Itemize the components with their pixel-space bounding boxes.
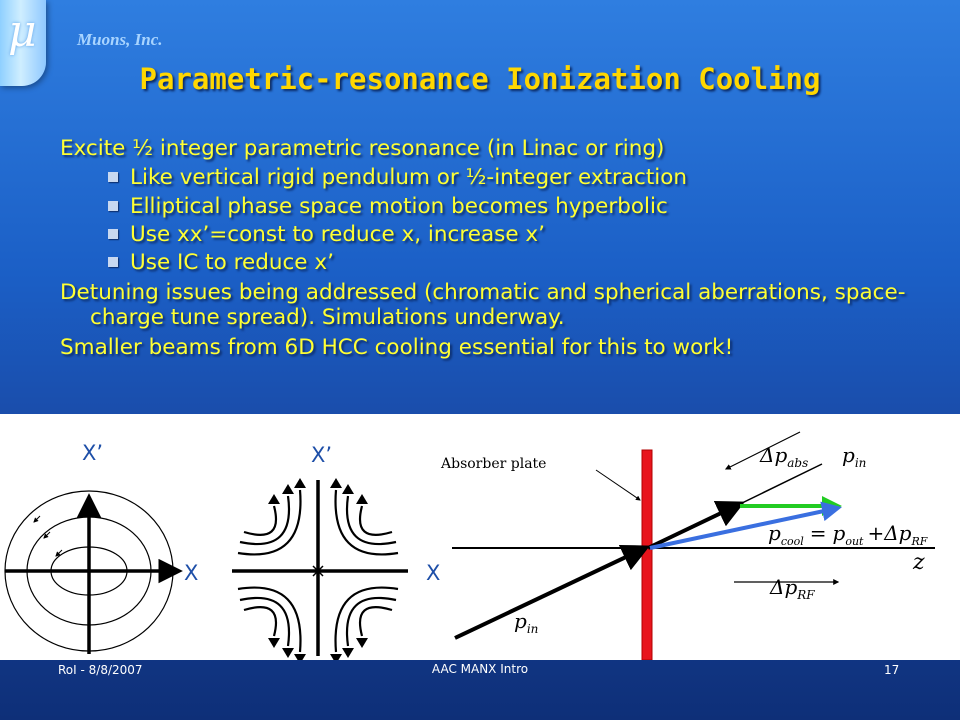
bullet-list: Like vertical rigid pendulum or ½-intege… bbox=[60, 165, 940, 275]
square-bullet-icon bbox=[108, 200, 118, 211]
footer-page-number: 17 bbox=[884, 663, 900, 677]
square-bullet-icon bbox=[108, 172, 118, 183]
rotation-arrow-middle bbox=[43, 531, 51, 539]
footer-date: RoI - 8/8/2007 bbox=[58, 663, 143, 677]
absorber-plate bbox=[641, 449, 653, 660]
rotation-arrow-outer bbox=[33, 515, 41, 523]
footer-presentation-name: AAC MANX Intro bbox=[431, 662, 529, 676]
hyperbola-curves bbox=[237, 489, 399, 653]
absorber-pointer-arrow bbox=[595, 469, 641, 501]
p-cool-equation: pcool=pout+ΔpRF bbox=[768, 521, 928, 548]
ellipse-phase-plot: X’ X bbox=[4, 441, 198, 654]
p-in-top-label: pin bbox=[842, 443, 866, 470]
bullet-item: Like vertical rigid pendulum or ½-intege… bbox=[108, 165, 940, 190]
p-in-incoming-vector bbox=[454, 544, 651, 640]
square-bullet-icon bbox=[108, 229, 118, 240]
saddle-point-mark bbox=[312, 565, 324, 577]
square-bullet-icon bbox=[108, 257, 118, 268]
intro-line: Excite ½ integer parametric resonance (i… bbox=[60, 136, 665, 161]
bullet-item: Use xx’=const to reduce x, increase x’ bbox=[108, 222, 940, 247]
bullet-text: Use xx’=const to reduce x, increase x’ bbox=[130, 222, 545, 248]
hyperbola-plot-y-label: X’ bbox=[311, 443, 332, 467]
bullet-text: Use IC to reduce x’ bbox=[130, 250, 334, 276]
delta-p-abs-arrow bbox=[724, 431, 801, 470]
muons-logo: μ bbox=[0, 0, 46, 86]
figure-svg: X’ X X’ X bbox=[4, 431, 935, 660]
rotation-arrow-inner bbox=[55, 549, 63, 557]
p-out-vector bbox=[647, 501, 746, 550]
bullet-item: Use IC to reduce x’ bbox=[108, 250, 940, 275]
bullet-item: Elliptical phase space motion becomes hy… bbox=[108, 194, 940, 219]
figure-panel: X’ X X’ X bbox=[0, 414, 960, 660]
detuning-line: Detuning issues being addressed (chromat… bbox=[60, 279, 906, 331]
slide-body: Excite ½ integer parametric resonance (i… bbox=[60, 136, 940, 364]
p-in-continuation bbox=[739, 463, 823, 505]
hyperbola-phase-plot: X’ X bbox=[232, 443, 440, 660]
bullet-text: Like vertical rigid pendulum or ½-intege… bbox=[130, 165, 688, 191]
delta-p-rf-label: ΔpRF bbox=[769, 575, 815, 602]
cooling-vector-diagram: z Absorber plate Δpabs pin pcool=pout+Δp… bbox=[440, 431, 935, 660]
bullet-text: Elliptical phase space motion becomes hy… bbox=[130, 193, 668, 219]
mu-logo-glyph: μ bbox=[8, 6, 37, 57]
p-in-bottom-label: pin bbox=[514, 609, 538, 636]
company-name: Muons, Inc. bbox=[77, 30, 163, 49]
slide-title: Parametric-resonance Ionization Cooling bbox=[139, 62, 821, 96]
hyperbola-arrowheads bbox=[268, 478, 368, 660]
z-axis-label: z bbox=[912, 550, 925, 575]
ellipse-plot-y-label: X’ bbox=[82, 441, 103, 465]
ellipse-plot-x-label: X bbox=[184, 561, 198, 585]
delta-p-abs-label: Δpabs bbox=[759, 443, 808, 470]
p-cool-blue-vector bbox=[649, 501, 842, 550]
absorber-plate-label: Absorber plate bbox=[440, 456, 546, 472]
conclusion-line: Smaller beams from 6D HCC cooling essent… bbox=[60, 334, 734, 360]
hyperbola-plot-x-label: X bbox=[426, 561, 440, 585]
